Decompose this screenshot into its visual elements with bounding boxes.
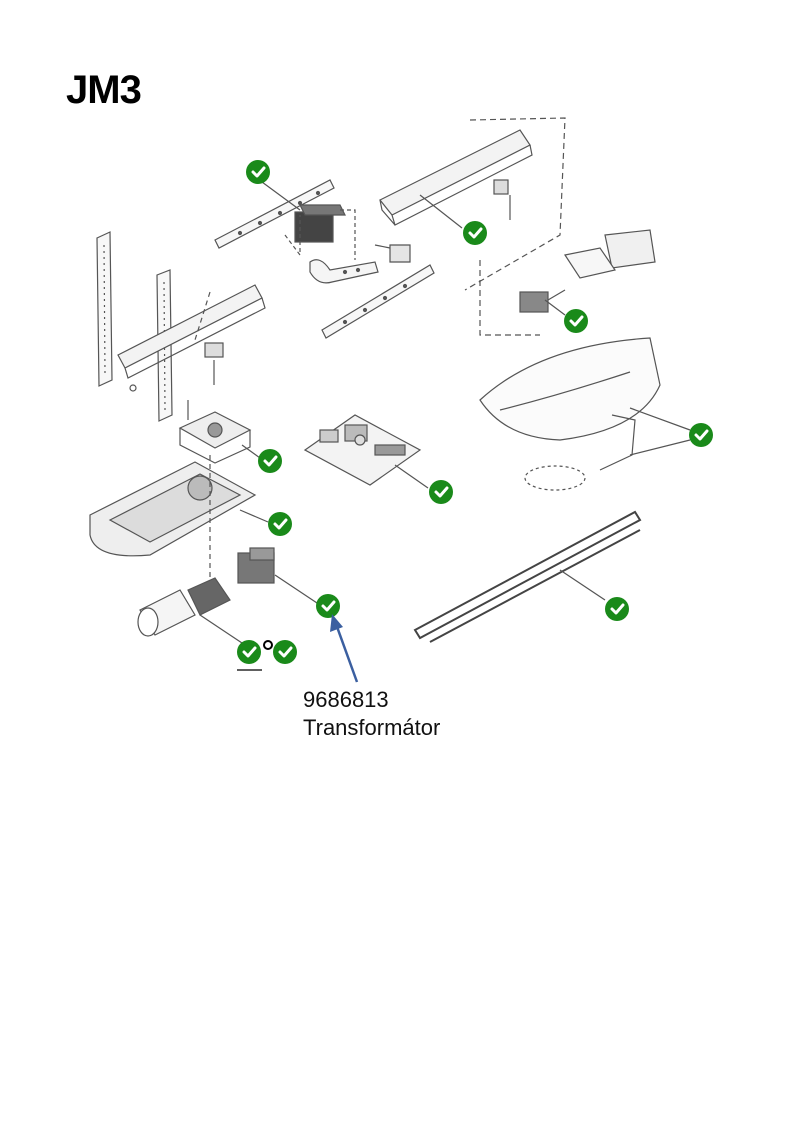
control-board — [303, 414, 422, 486]
check-circle-icon — [268, 512, 292, 536]
check-circle-icon — [246, 160, 270, 184]
part-name-label: Transformátor — [303, 715, 441, 740]
check-circle-icon — [429, 480, 453, 504]
part-number-label: 9686813 — [303, 687, 389, 712]
carriage-block — [284, 204, 356, 260]
rail-section-left — [117, 284, 266, 420]
hanger-strips — [96, 231, 173, 422]
bracket-strip-top — [214, 179, 335, 249]
transformer-part — [237, 547, 321, 606]
cover-shell — [479, 337, 661, 491]
small-bracket-mid — [374, 244, 411, 263]
right-bracket-assembly — [479, 229, 656, 336]
bracket-strip-mid — [321, 264, 435, 339]
check-circle-icon — [237, 640, 261, 664]
check-circle-icon — [564, 309, 588, 333]
check-circle-icon — [605, 597, 629, 621]
transformer-callout: 9686813 Transformátor — [303, 686, 440, 742]
check-circle-icon — [689, 423, 713, 447]
curved-arm — [309, 259, 379, 284]
check-circle-icon — [258, 449, 282, 473]
base-plate — [89, 455, 257, 600]
motor-cover-block — [178, 411, 252, 464]
rail-section-top — [379, 117, 566, 291]
arrow-icon — [330, 614, 359, 683]
motor-part — [137, 577, 246, 646]
leader-lines — [237, 181, 691, 671]
check-circle-icon — [316, 594, 340, 618]
check-circle-icon — [463, 221, 487, 245]
check-circle-icon — [273, 640, 297, 664]
page-title: JM3 — [66, 68, 142, 112]
drive-chain — [413, 510, 642, 643]
